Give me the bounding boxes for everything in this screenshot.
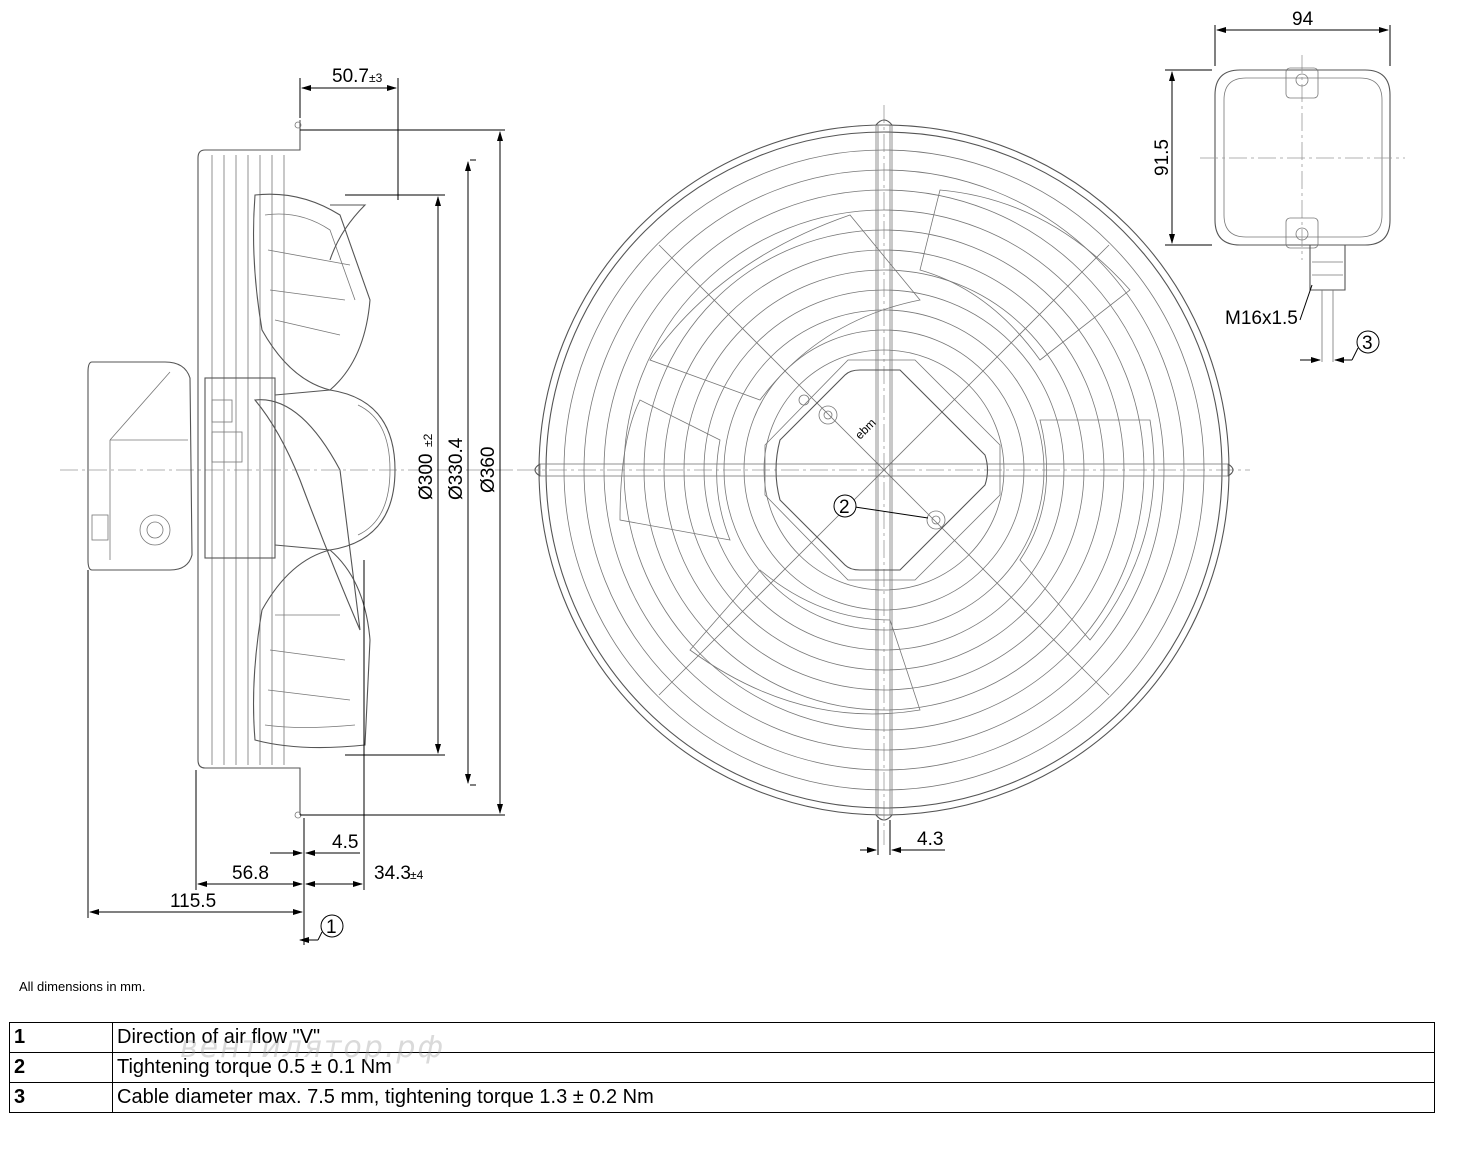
legend-text: Cable diameter max. 7.5 mm, tightening t… xyxy=(112,1082,1435,1113)
dim-94: 94 xyxy=(1292,9,1314,30)
dim-34-3: 34.3 xyxy=(374,863,411,884)
dim-50-7-tol: ±3 xyxy=(369,71,383,85)
brand-label: ebm xyxy=(852,416,878,442)
front-view: ebm 2 4.3 xyxy=(520,105,1250,855)
dia-360: Ø360 xyxy=(478,447,499,493)
legend-number: 2 xyxy=(9,1052,113,1083)
guard-wires xyxy=(211,155,285,765)
callout-3: 3 xyxy=(1362,333,1373,354)
dim-34-3-tol: ±4 xyxy=(410,868,424,882)
legend-number: 3 xyxy=(9,1082,113,1113)
dim-91-5: 91.5 xyxy=(1152,139,1173,176)
callout-2-circle xyxy=(833,494,857,518)
side-view xyxy=(60,120,520,819)
dim-4-3: 4.3 xyxy=(917,829,943,850)
dim-50-7: 50.7 xyxy=(332,66,369,87)
callout-3-circle xyxy=(1356,330,1380,354)
watermark: вентилятор.рф xyxy=(180,1030,446,1065)
dim-115-5: 115.5 xyxy=(170,891,216,912)
dia-300-tol: ±2 xyxy=(421,433,435,447)
terminal-box-view: 94 91.5 M16x1.5 3 xyxy=(1152,9,1405,363)
thread-label: M16x1.5 xyxy=(1225,308,1298,329)
dia-300: Ø300 xyxy=(416,454,437,500)
callout-2: 2 xyxy=(839,497,850,518)
callout-1-circle xyxy=(320,914,344,938)
legend-row: 2 Tightening torque 0.5 ± 0.1 Nm xyxy=(9,1052,1435,1083)
units-note: All dimensions in mm. xyxy=(19,979,146,994)
legend-table: 1 Direction of air flow "V" 2 Tightening… xyxy=(9,1022,1435,1113)
callout-1: 1 xyxy=(326,917,337,938)
side-view-dimensions: 50.7 ±3 Ø300 ±2 Ø330.4 Ø360 4.5 56.8 34.… xyxy=(87,66,505,945)
legend-row: 3 Cable diameter max. 7.5 mm, tightening… xyxy=(9,1082,1435,1113)
dim-56-8: 56.8 xyxy=(232,863,269,884)
dia-330-4: Ø330.4 xyxy=(446,437,467,500)
dim-4-5: 4.5 xyxy=(332,832,358,853)
legend-number: 1 xyxy=(9,1022,113,1053)
